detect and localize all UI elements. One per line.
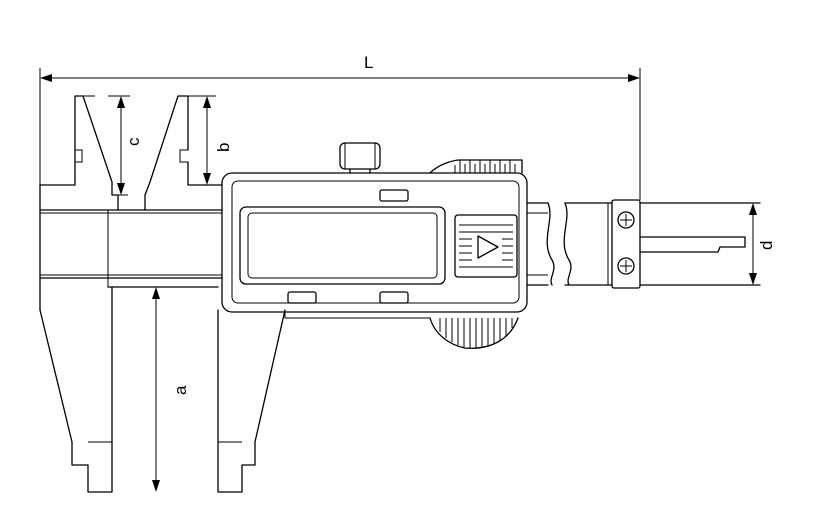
- dimension-a: a: [152, 287, 190, 492]
- lock-screw: [339, 142, 381, 174]
- bottom-right-button[interactable]: [379, 291, 409, 304]
- bottom-left-button[interactable]: [287, 291, 317, 304]
- moving-outside-jaw: [217, 309, 286, 493]
- thumb-roller-top: [429, 159, 523, 174]
- moving-inside-jaw: [144, 95, 223, 211]
- mode-panel: [454, 214, 518, 278]
- fixed-outside-jaw: [39, 278, 219, 493]
- fixed-inside-jaw: [74, 95, 119, 211]
- label-length: L: [364, 53, 373, 72]
- dimension-l: L: [39, 53, 641, 200]
- main-beam: [39, 181, 761, 311]
- dimension-c: c: [108, 95, 143, 196]
- top-button[interactable]: [379, 189, 409, 202]
- label-outside-jaw-depth: a: [171, 385, 190, 395]
- label-inside-jaw-depth: c: [124, 137, 143, 146]
- beam-end-cap: [607, 199, 641, 289]
- dimension-b: b: [188, 95, 233, 186]
- label-beam-depth: d: [757, 241, 776, 250]
- label-inside-jaw-small: b: [214, 143, 233, 152]
- lcd-display: [239, 206, 446, 285]
- dimension-d: d: [749, 203, 776, 285]
- slider-body: [221, 172, 528, 319]
- thumb-wheel-bottom: [429, 317, 519, 349]
- play-arrow-icon: [477, 235, 499, 259]
